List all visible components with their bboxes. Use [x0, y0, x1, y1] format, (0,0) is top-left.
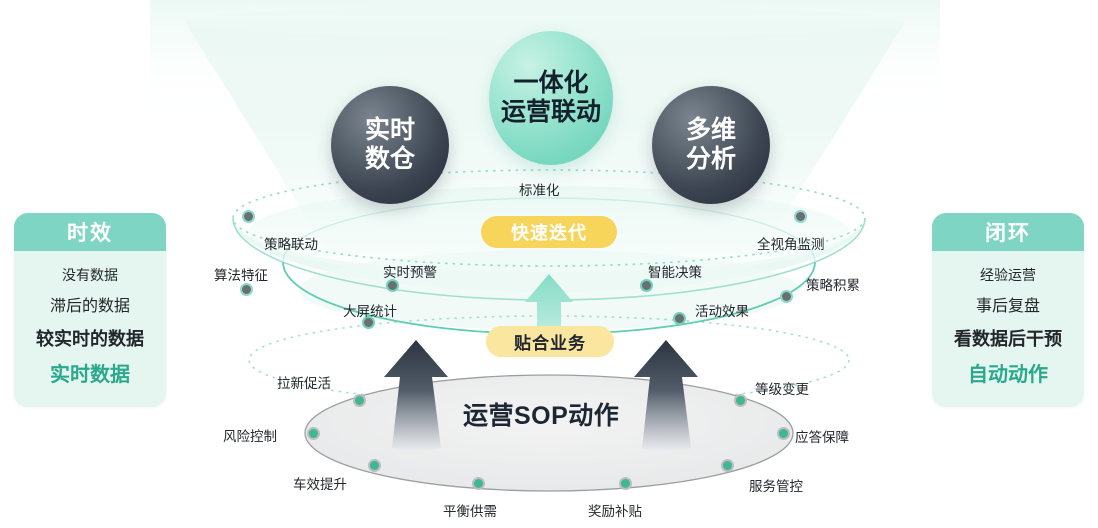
panel-closed-loop-item-3: 自动动作	[968, 363, 1048, 386]
sphere-integrated-operations[interactable]: 一体化 运营联动	[489, 31, 613, 165]
pill-fast-iteration[interactable]: 快速迭代	[481, 216, 617, 248]
base-node-dot-2	[368, 459, 381, 472]
ring-outer-node-label-3: 策略积累	[806, 278, 860, 293]
base-node-dot-4	[619, 477, 632, 490]
base-ellipse-title: 运营SOP动作	[463, 402, 620, 430]
sphere-right-text: 多维 分析	[685, 116, 736, 173]
ring-inner-node-label-2: 智能决策	[648, 265, 702, 280]
panel-closed-loop-item-0: 经验运营	[980, 267, 1036, 284]
sphere-realtime-warehouse[interactable]: 实时 数仓	[331, 86, 449, 204]
base-node-label-1: 风险控制	[223, 429, 277, 444]
base-node-label-2: 车效提升	[293, 477, 347, 492]
base-node-dot-0	[353, 394, 366, 407]
panel-timeliness-item-2: 较实时的数据	[36, 328, 144, 349]
panel-timeliness-item-1: 滞后的数据	[49, 297, 130, 315]
ring-outer-node-dot-2	[794, 210, 807, 223]
ring-inner-node-label-0: 实时预警	[383, 265, 437, 280]
ring-inner-node-label-3: 活动效果	[695, 304, 749, 319]
base-node-label-6: 应答保障	[795, 430, 849, 445]
panel-timeliness-body: 没有数据 滞后的数据 较实时的数据 实时数据	[14, 251, 166, 407]
panel-timeliness-item-0: 没有数据	[62, 267, 118, 284]
ring-outer-node-dot-3	[780, 290, 793, 303]
sphere-multidimensional-analysis[interactable]: 多维 分析	[652, 86, 770, 204]
panel-timeliness-header: 时效	[14, 213, 166, 251]
base-node-dot-1	[307, 427, 320, 440]
ring-outer-node-label-1: 算法特征	[214, 268, 268, 283]
base-node-label-7: 等级变更	[755, 382, 809, 397]
ring-outer-node-dot-1	[240, 283, 253, 296]
base-node-label-5: 服务管控	[749, 479, 803, 494]
base-node-label-0: 拉新促活	[277, 376, 331, 391]
base-node-label-3: 平衡供需	[443, 504, 497, 519]
base-node-dot-6	[777, 427, 790, 440]
panel-timeliness: 时效 没有数据 滞后的数据 较实时的数据 实时数据	[14, 213, 166, 407]
ring-inner-node-dot-2	[640, 279, 653, 292]
ring-inner-node-dot-3	[673, 312, 686, 325]
base-node-dot-5	[721, 459, 734, 472]
base-node-label-4: 奖励补贴	[588, 504, 642, 519]
pill-fit-business[interactable]: 贴合业务	[486, 326, 614, 357]
ring-outer-node-dot-0	[242, 210, 255, 223]
panel-closed-loop: 闭环 经验运营 事后复盘 看数据后干预 自动动作	[932, 213, 1084, 407]
panel-timeliness-item-3: 实时数据	[50, 363, 130, 386]
ring-inner-node-dot-0	[386, 279, 399, 292]
ring-inner-node-dot-1	[362, 316, 375, 329]
ring-inner-node-label-1: 大屏统计	[343, 304, 397, 319]
label-standardization: 标准化	[519, 183, 560, 198]
panel-closed-loop-item-1: 事后复盘	[975, 297, 1040, 315]
ring-outer-node-label-2: 全视角监测	[757, 237, 825, 252]
base-node-dot-7	[734, 394, 747, 407]
panel-closed-loop-header: 闭环	[932, 213, 1084, 251]
ring-outer-node-label-0: 策略联动	[264, 237, 318, 252]
base-node-dot-3	[472, 477, 485, 490]
sphere-center-text: 一体化 运营联动	[500, 69, 601, 126]
panel-closed-loop-item-2: 看数据后干预	[954, 328, 1062, 349]
panel-closed-loop-body: 经验运营 事后复盘 看数据后干预 自动动作	[932, 251, 1084, 407]
sphere-left-text: 实时 数仓	[364, 116, 415, 173]
